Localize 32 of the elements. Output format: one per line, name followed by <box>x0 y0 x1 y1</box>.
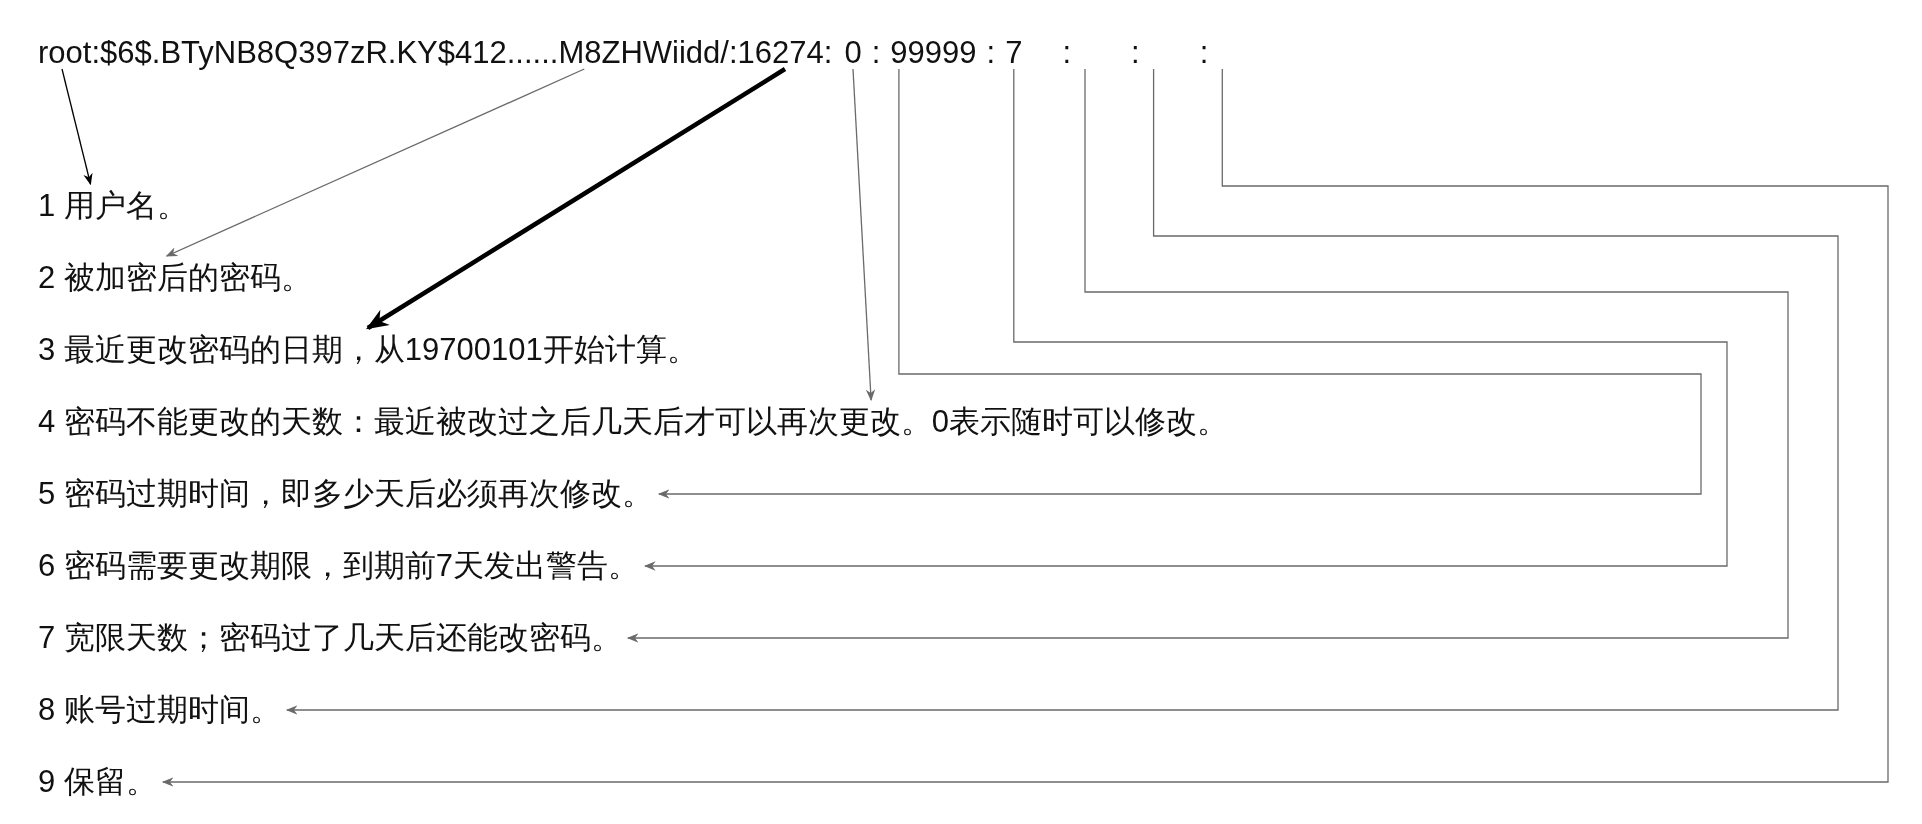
colon-separator: : <box>871 35 881 71</box>
colon-separator: : <box>986 35 996 71</box>
explanation-text: 3 最近更改密码的日期，从19700101开始计算。 <box>38 332 698 368</box>
leader-line <box>61 68 93 186</box>
colon-separator: : <box>728 35 738 71</box>
leader-line <box>161 68 1889 787</box>
colon-separator: : <box>823 35 833 71</box>
field-text: 99999 <box>890 35 977 71</box>
field-text: 0 <box>844 35 862 71</box>
field-text: root <box>38 35 92 71</box>
colon-separator: : <box>1199 35 1209 71</box>
explanation-text: 6 密码需要更改期限，到期前7天发出警告。 <box>38 548 640 584</box>
colon-separator: : <box>91 35 101 71</box>
leader-line <box>165 68 585 257</box>
explanation-text: 1 用户名。 <box>38 188 188 224</box>
leader-line <box>285 68 1839 715</box>
explanation-text: 5 密码过期时间，即多少天后必须再次修改。 <box>38 476 653 512</box>
explanation-text: 4 密码不能更改的天数：最近被改过之后几天后才可以再次更改。0表示随时可以修改。 <box>38 404 1229 440</box>
field-text: 16274 <box>737 35 824 71</box>
leader-line <box>626 68 1789 643</box>
colon-separator: : <box>1131 35 1140 71</box>
field-text: 7 <box>1005 35 1023 71</box>
colon-separator: : <box>1062 35 1071 71</box>
field-text: $6$.BTyNB8Q397zR.KY$412......M8ZHWiidd/ <box>100 35 729 71</box>
explanation-text: 9 保留。 <box>38 764 157 800</box>
explanation-text: 2 被加密后的密码。 <box>38 260 312 296</box>
leader-line <box>657 68 1702 499</box>
leader-line <box>643 68 1728 571</box>
explanation-text: 7 宽限天数；密码过了几天后还能改密码。 <box>38 620 622 656</box>
explanation-text: 8 账号过期时间。 <box>38 692 281 728</box>
leader-line <box>366 67 787 330</box>
leader-line <box>852 68 876 402</box>
